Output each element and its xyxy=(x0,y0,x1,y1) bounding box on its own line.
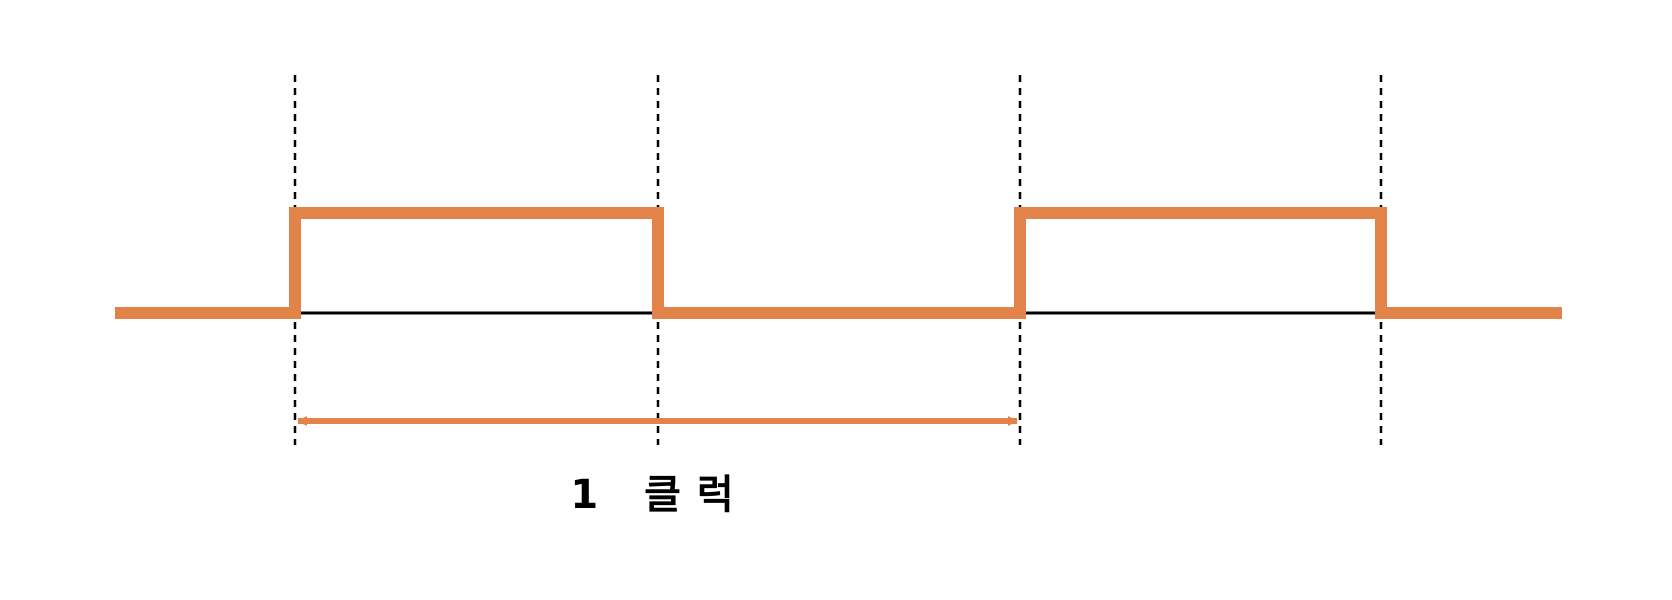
clock-signal-wave xyxy=(115,207,1562,319)
period-label: 1 클럭 xyxy=(570,472,750,518)
